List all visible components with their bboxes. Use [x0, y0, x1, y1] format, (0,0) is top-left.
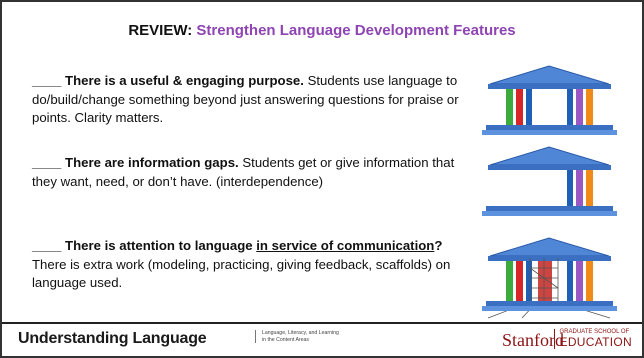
- feature-heading: There is attention to language: [65, 238, 253, 253]
- feature-heading-underlined: in service of communication: [256, 238, 435, 253]
- title-prefix: REVIEW:: [128, 22, 193, 39]
- temple-full-pillars-icon: [482, 65, 617, 135]
- feature-heading-suffix: ?: [434, 238, 443, 253]
- footer: Understanding Language Language, Literac…: [2, 322, 642, 356]
- feature-description: Students use language to do/build/change…: [32, 73, 459, 125]
- understanding-language-tagline: Language, Literacy, and Learning in the …: [255, 330, 342, 343]
- feature-heading: There are information gaps.: [65, 155, 239, 170]
- feature-item-information-gaps: ____ There are information gaps. Student…: [32, 154, 472, 191]
- feature-heading: There is a useful & engaging purpose.: [65, 73, 304, 88]
- checkbox-blank: ____: [32, 155, 62, 170]
- feature-item-purpose: ____ There is a useful & engaging purpos…: [32, 72, 472, 128]
- temple-partial-pillars-icon: [482, 146, 617, 216]
- gse-big-text: EDUCATION: [559, 335, 632, 349]
- feature-item-attention-to-language: ____ There is attention to language in s…: [32, 237, 472, 293]
- stanford-wordmark: Stanford: [502, 330, 564, 350]
- slide-title: REVIEW: Strengthen Language Development …: [2, 22, 642, 39]
- graduate-school-of-education-logo: GRADUATE SCHOOL OF EDUCATION: [553, 329, 632, 349]
- title-highlight: Strengthen Language Development Features: [196, 22, 516, 39]
- feature-description: There is extra work (modeling, practicin…: [32, 256, 451, 291]
- checkbox-blank: ____: [32, 73, 62, 88]
- temple-scaffolding-icon: [482, 237, 617, 319]
- gse-small-text: GRADUATE SCHOOL OF: [559, 329, 630, 335]
- checkbox-blank: ____: [32, 238, 62, 253]
- feature-description: Students get or give information that th…: [32, 155, 455, 189]
- understanding-language-logo: Understanding Language: [18, 330, 207, 347]
